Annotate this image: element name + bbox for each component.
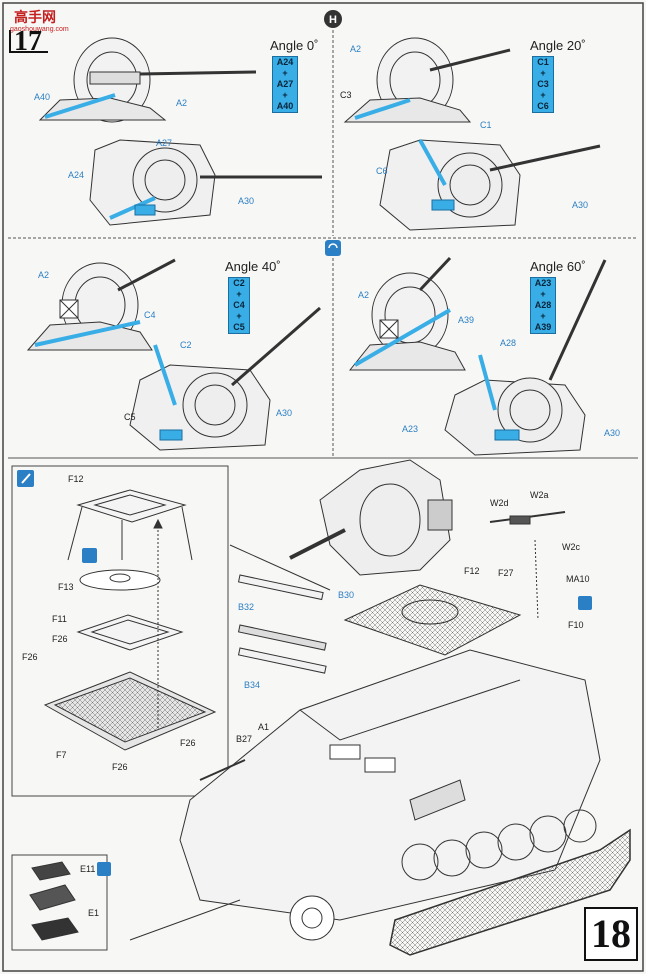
label-a2-p3: A2 [38,270,50,280]
label-a28: A28 [500,338,517,348]
main-assembly [179,459,631,956]
small-inset [11,854,108,951]
section-letter: H [329,14,337,26]
label-c5: C5 [124,412,136,422]
label-c4: C4 [144,310,156,320]
label-a2-p4: A2 [358,290,370,300]
label-e1: E1 [88,908,100,918]
label-f12: F12 [464,566,480,576]
glue-drop-icon [578,596,592,610]
label-c3: C3 [340,90,352,100]
panel-angle-40 [26,258,321,451]
label-c2: C2 [180,340,192,350]
label-f26-d: F26 [112,762,128,772]
label-a2-p2: A2 [350,44,362,54]
section-marker [324,10,342,28]
label-a2: A2 [176,98,188,108]
label-f13: F13 [58,582,74,592]
label-w2d: W2d [490,498,509,508]
label-b32: B32 [238,602,255,612]
label-ma10: MA10 [566,574,590,584]
label-w2a: W2a [530,490,549,500]
label-a40: A40 [34,92,51,102]
label-f11: F11 [52,614,67,624]
label-f26-b: F26 [22,652,38,662]
label-a30-p2: A30 [572,200,589,210]
angle-title-20: Angle 20˚ [530,38,586,53]
angle-title-60: Angle 60˚ [530,259,586,274]
label-a27: A27 [156,138,173,148]
step-frame [584,907,638,961]
label-f7: F7 [56,750,67,760]
parts-box-angle-20: C1+C3+C6 [532,56,554,113]
label-a30: A30 [238,196,255,206]
panel-angle-0 [38,37,322,226]
current-step-number: 18 [591,911,631,956]
label-a30-p3: A30 [276,408,293,418]
warning-icon [82,548,97,563]
label-f26-c: F26 [180,738,196,748]
step-bracket [9,30,48,53]
label-w2c: W2c [562,542,580,552]
label-f12-inset: F12 [68,474,84,484]
previous-step-number: 17 [14,26,42,57]
label-a24: A24 [68,170,85,180]
inset-box [11,465,229,797]
label-c1: C1 [480,120,492,130]
label-e11: E11 [80,864,96,874]
label-f10: F10 [568,620,584,630]
parts-box-angle-0: A24+A27+A40 [272,56,298,113]
label-a1: A1 [258,722,270,732]
angle-title-0: Angle 0˚ [270,38,319,53]
glue-icon-2 [97,862,111,876]
small-inset-parts [29,861,79,941]
panel-angle-60 [348,256,607,456]
label-b27: B27 [236,734,253,744]
label-b30: B30 [338,590,355,600]
label-a30-p4: A30 [604,428,621,438]
inset-parts [43,489,217,751]
rotate-icon [325,240,341,256]
logo: 高手网 [14,10,56,26]
angle-title-40: Angle 40˚ [225,259,281,274]
label-a39: A39 [458,315,475,325]
callout-line-2 [129,899,241,941]
label-f27: F27 [498,568,514,578]
panel-angle-20 [343,37,601,231]
label-a23: A23 [402,424,419,434]
callout-line [229,544,331,591]
parts-box-angle-60: A23+A28+A39 [530,277,556,334]
label-c6: C6 [376,166,388,176]
label-f26-a: F26 [52,634,68,644]
label-b34: B34 [244,680,261,690]
parts-box-angle-40: C2+C4+C5 [228,277,250,334]
logo-url: gaoshouwang.com [10,26,69,33]
